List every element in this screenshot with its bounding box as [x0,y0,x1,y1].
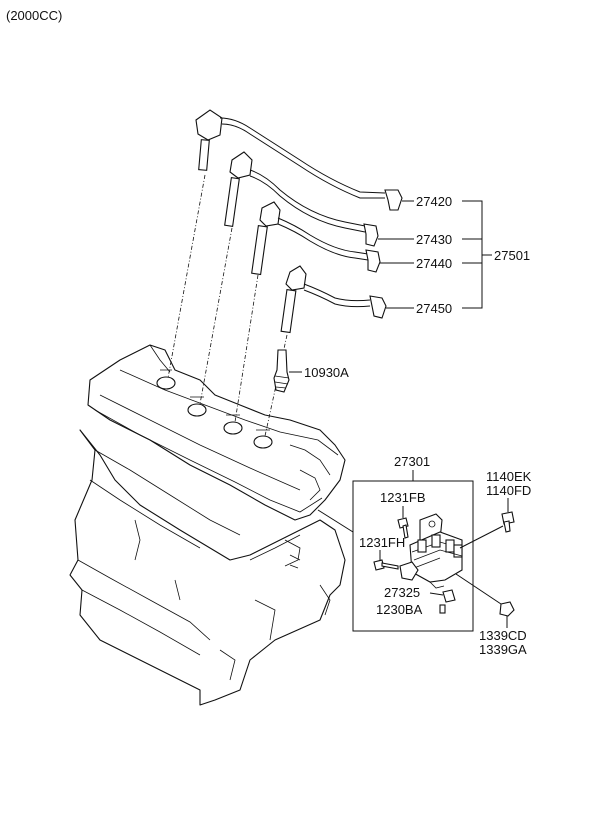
bolt-1140EK [501,511,515,533]
engine-variant-title: (2000CC) [6,8,62,23]
part-label-1231FH: 1231FH [359,535,405,550]
bolt-1231FH [373,559,399,571]
part-label-1339CD: 1339CD [479,628,527,643]
engine-block [69,344,346,706]
part-label-1140EK: 1140EK [486,469,532,484]
spark-plug-cable-27450 [280,265,387,334]
part-label-27325: 27325 [384,585,420,600]
ignition-coil-assembly [399,513,463,589]
part-label-27501: 27501 [494,248,530,263]
part-label-27301: 27301 [394,454,430,469]
part-label-1230BA: 1230BA [376,602,423,617]
part-label-27450: 27450 [416,301,452,316]
part-label-27440: 27440 [416,256,452,271]
part-label-1231FB: 1231FB [380,490,426,505]
part-label-1140FD: 1140FD [486,483,531,498]
spark-plug-cable-27430 [224,151,379,247]
part-27325 [442,589,456,603]
part-label-10930A: 10930A [304,365,349,380]
part-label-27430: 27430 [416,232,452,247]
part-1230BA [439,604,446,614]
nut-1339CD [499,601,515,617]
part-label-1339GA: 1339GA [479,642,527,657]
ignition-coil-detail-box [352,480,474,632]
bolt-1231FB [397,517,409,539]
spark-plug-10930A [273,349,290,393]
spark-plug-cable-27440 [251,201,381,276]
spark-plug-cable-27420 [195,109,403,211]
part-label-27420: 27420 [416,194,452,209]
